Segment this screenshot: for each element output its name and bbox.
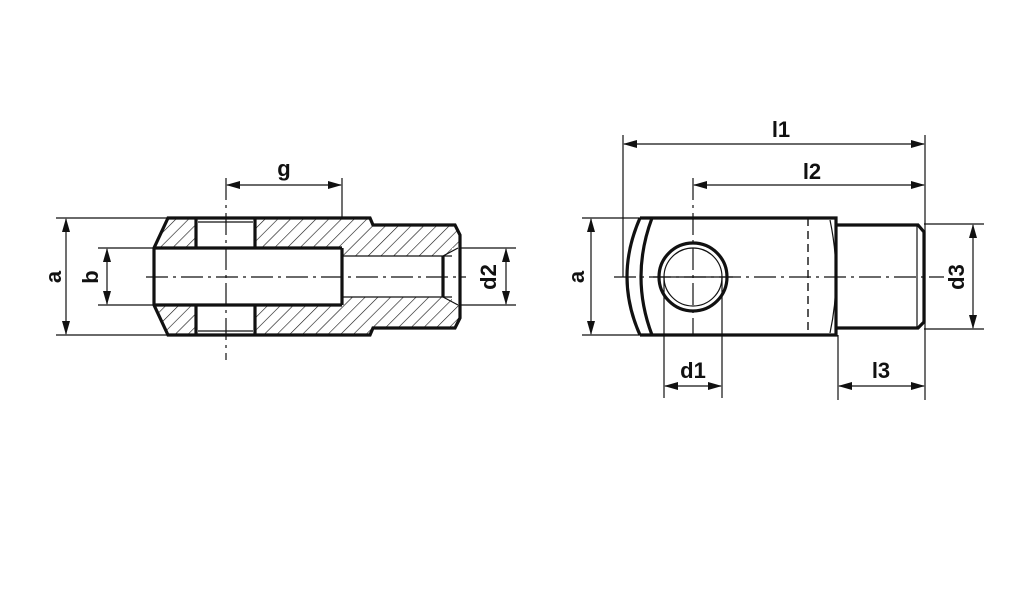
label-d1: d1: [680, 358, 706, 383]
dimension-a-left: a: [41, 217, 168, 336]
label-d3: d3: [944, 264, 969, 290]
label-l2: l2: [803, 159, 821, 184]
dimension-l3: l3: [837, 335, 925, 400]
label-g: g: [277, 156, 290, 181]
dimension-l1: l1: [622, 117, 926, 400]
label-l1: l1: [772, 117, 790, 142]
dimension-d3: d3: [924, 223, 984, 330]
label-b: b: [78, 270, 103, 283]
label-l3: l3: [872, 358, 890, 383]
label-a: a: [41, 270, 66, 283]
dimension-g: g: [226, 156, 343, 218]
dimension-l2: l2: [693, 159, 925, 189]
dimension-d2: d2: [460, 247, 516, 306]
label-d2: d2: [476, 264, 501, 290]
label-a-side: a: [564, 270, 589, 283]
dimension-a-right: a: [564, 217, 640, 336]
dimension-b: b: [78, 247, 154, 306]
section-view: a b g d2: [41, 156, 516, 360]
side-view: l1 l2 a d1 d3: [564, 117, 984, 400]
dimension-d1: d1: [663, 277, 723, 398]
